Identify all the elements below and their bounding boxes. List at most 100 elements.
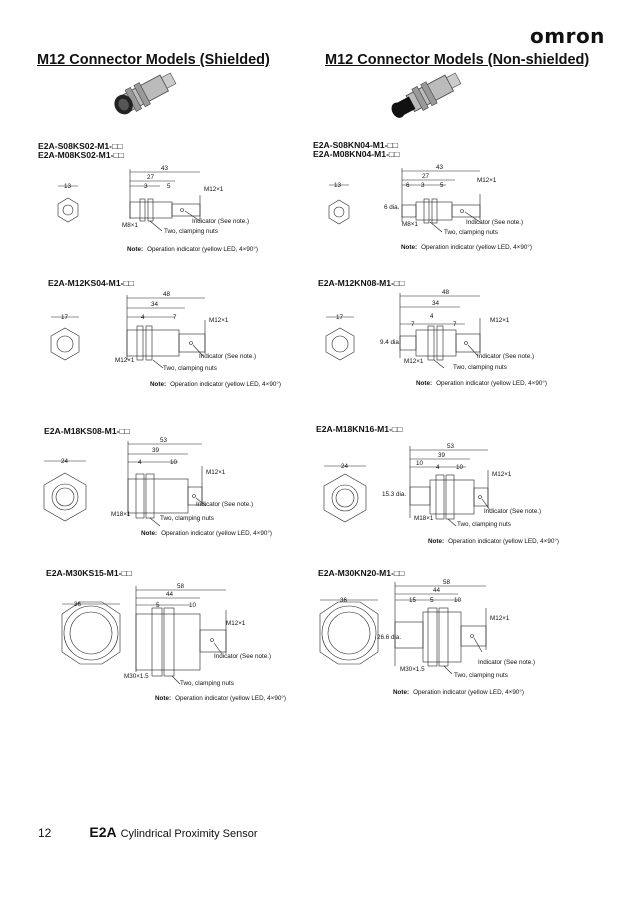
note: Note:Operation indicator (yellow LED, 4×… — [416, 380, 547, 387]
dim-label: 34 — [151, 301, 159, 308]
model-label: E2A-M08KS02-M1-□□ — [38, 150, 124, 160]
product-photo-shielded — [114, 72, 177, 115]
dim-label: 48 — [163, 291, 171, 298]
dim-label: 4 — [430, 313, 434, 320]
nuts-label: Two, clamping nuts — [163, 365, 217, 372]
model-label: E2A-M08KN04-M1-□□ — [313, 149, 400, 159]
dim-label: 7 — [173, 314, 177, 321]
dimension-drawing-s08kn: 13 43 27 6 3 5 M12×1 6 dia. M8×1 Indicat… — [328, 164, 523, 236]
nuts-label: Two, clamping nuts — [164, 228, 218, 235]
dimension-drawing-s08ks: 13 43 27 3 5 M12×1 M8×1 Indicator (See n… — [57, 165, 249, 235]
dim-label: 53 — [447, 443, 455, 450]
face-dim: 17 — [61, 314, 69, 321]
model-label: E2A-M18KN16-M1-□□ — [316, 424, 403, 434]
page-number: 12 — [38, 826, 52, 840]
dim-label: 7 — [411, 321, 415, 328]
dim-label: 10 — [189, 602, 197, 609]
model-label: E2A-S08KS02-M1-□□ — [38, 141, 123, 151]
connector-thread: M12×1 — [477, 177, 497, 184]
dimension-drawing-m12ks: 17 48 34 4 7 M12×1 M12×1 Indicator (See … — [50, 291, 256, 372]
dim-label: 5 — [430, 597, 434, 604]
face-dim: 13 — [64, 183, 72, 190]
product-name: Cylindrical Proximity Sensor — [120, 828, 258, 840]
dimension-drawing-m12kn: 17 48 34 7 4 7 M12×1 9.4 dia. M12×1 Indi… — [325, 289, 534, 371]
dim-label: 5 — [167, 183, 171, 190]
indicator-label: Indicator (See note.) — [192, 218, 249, 225]
dim-label: 6 — [406, 182, 410, 189]
dim-label: 5 — [440, 182, 444, 189]
nuts-label: Two, clamping nuts — [444, 229, 498, 236]
face-dim: 17 — [336, 314, 344, 321]
dim-label: 34 — [432, 300, 440, 307]
indicator-label: Indicator (See note.) — [199, 353, 256, 360]
thread-label: M18×1 — [111, 511, 131, 518]
note: Note:Operation indicator (yellow LED, 4×… — [155, 695, 286, 702]
section-title-non-shielded: M12 Connector Models (Non-shielded) — [325, 52, 590, 68]
dim-label: 39 — [438, 452, 446, 459]
face-dim: 24 — [341, 463, 349, 470]
connector-thread: M12×1 — [204, 186, 224, 193]
diameter-label: 9.4 dia. — [380, 339, 401, 346]
model-label: E2A-M12KN08-M1-□□ — [318, 278, 405, 288]
face-dim: 36 — [340, 597, 348, 604]
dim-label: 7 — [453, 321, 457, 328]
dim-label: 53 — [160, 437, 168, 444]
dim-label: 10 — [456, 464, 464, 471]
nuts-label: Two, clamping nuts — [180, 680, 234, 687]
model-label: E2A-S08KN04-M1-□□ — [313, 140, 398, 150]
dim-label: 44 — [166, 591, 174, 598]
connector-thread: M12×1 — [490, 317, 510, 324]
indicator-label: Indicator (See note.) — [484, 508, 541, 515]
model-label: E2A-M18KS08-M1-□□ — [44, 426, 130, 436]
dim-label: 3 — [421, 182, 425, 189]
nuts-label: Two, clamping nuts — [457, 521, 511, 528]
connector-thread: M12×1 — [492, 471, 512, 478]
dimension-drawing-m18kn: 24 53 39 10 4 10 M12×1 15.3 dia. M18×1 I… — [323, 443, 541, 528]
dim-label: 58 — [443, 579, 451, 586]
note: Note:Operation indicator (yellow LED, 4×… — [401, 244, 532, 251]
dimension-drawing-m30ks: 36 58 44 5 10 M12×1 M30×1.5 Indicator (S… — [61, 583, 271, 687]
dim-label: 10 — [454, 597, 462, 604]
model-label: E2A-M12KS04-M1-□□ — [48, 278, 134, 288]
thread-label: M30×1.5 — [400, 666, 425, 673]
thread-label: M8×1 — [122, 222, 138, 229]
model-label: E2A-M30KN20-M1-□□ — [318, 568, 405, 578]
dim-label: 15 — [409, 597, 417, 604]
note: Note:Operation indicator (yellow LED, 4×… — [141, 530, 272, 537]
thread-label: M8×1 — [402, 221, 418, 228]
dim-label: 5 — [156, 602, 160, 609]
diameter-label: 15.3 dia. — [382, 491, 406, 498]
indicator-label: Indicator (See note.) — [214, 653, 271, 660]
indicator-label: Indicator (See note.) — [196, 501, 253, 508]
nuts-label: Two, clamping nuts — [160, 515, 214, 522]
dim-label: 4 — [138, 459, 142, 466]
dim-label: 4 — [436, 464, 440, 471]
thread-label: M12×1 — [404, 358, 424, 365]
thread-label: M18×1 — [414, 515, 434, 522]
diameter-label: 6 dia. — [384, 204, 400, 211]
dim-label: 43 — [161, 165, 169, 172]
dimension-drawing-m30kn: 36 58 44 15 5 10 M12×1 26.6 dia. M30×1.5… — [319, 579, 535, 679]
thread-label: M30×1.5 — [124, 673, 149, 680]
note: Note:Operation indicator (yellow LED, 4×… — [428, 538, 559, 545]
dim-label: 3 — [144, 183, 148, 190]
note: Note:Operation indicator (yellow LED, 4×… — [393, 689, 524, 696]
product-code: E2A — [89, 824, 117, 840]
dim-label: 43 — [436, 164, 444, 171]
dimension-drawing-m18ks: 24 53 39 4 10 M12×1 M18×1 Indicator (See… — [43, 437, 253, 527]
indicator-label: Indicator (See note.) — [466, 219, 523, 226]
dim-label: 48 — [442, 289, 450, 296]
dim-label: 39 — [152, 447, 160, 454]
dim-label: 44 — [433, 587, 441, 594]
dim-label: 27 — [422, 173, 430, 180]
thread-label: M12×1 — [115, 357, 135, 364]
connector-thread: M12×1 — [209, 317, 229, 324]
section-title-shielded: M12 Connector Models (Shielded) — [37, 52, 270, 68]
face-dim: 36 — [74, 601, 82, 608]
nuts-label: Two, clamping nuts — [453, 364, 507, 371]
nuts-label: Two, clamping nuts — [454, 672, 508, 679]
indicator-label: Indicator (See note.) — [478, 659, 535, 666]
note: Note:Operation indicator (yellow LED, 4×… — [127, 246, 258, 253]
note: Note:Operation indicator (yellow LED, 4×… — [150, 381, 281, 388]
